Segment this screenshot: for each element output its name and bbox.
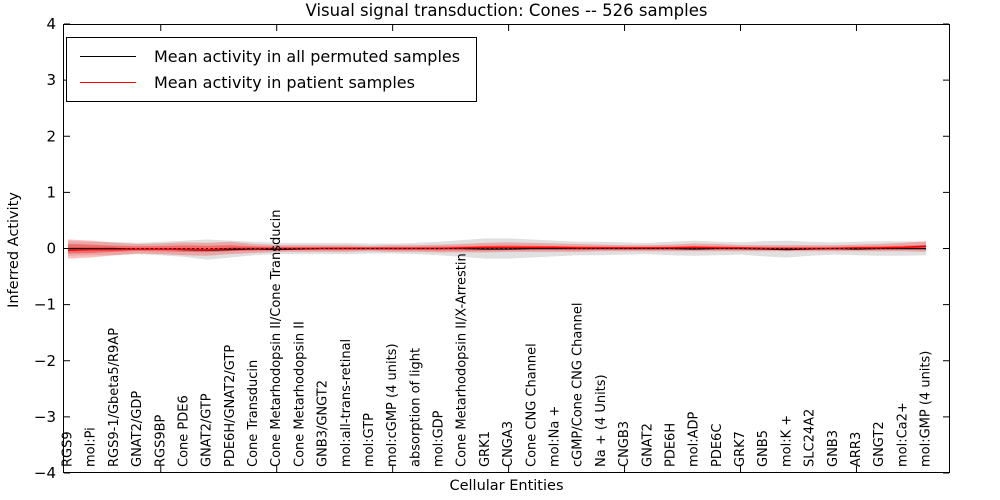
y-tick-label: 3 xyxy=(46,71,56,89)
legend-entry-label: Mean activity in all permuted samples xyxy=(154,47,461,66)
x-category-label: mol:GDP xyxy=(432,410,447,467)
x-category-label: GNB5 xyxy=(756,430,771,467)
chart-title: Visual signal transduction: Cones -- 526… xyxy=(305,1,708,20)
plot-frame xyxy=(63,24,950,473)
x-category-label: mol:Pi xyxy=(84,427,99,467)
y-tick-label: 0 xyxy=(46,240,56,258)
y-tick-label: 4 xyxy=(46,15,56,33)
x-category-label: SLC24A2 xyxy=(803,409,818,467)
x-category-label: Cone CNG Channel xyxy=(524,343,539,467)
x-category-label: PDE6H/GNAT2/GTP xyxy=(223,345,238,467)
x-category-label: GNAT2/GTP xyxy=(200,393,215,467)
x-category-label: GRK7 xyxy=(733,431,748,467)
x-category-label: absorption of light xyxy=(408,348,423,467)
permuted-line-swatch xyxy=(80,56,136,57)
x-category-label: Cone PDE6 xyxy=(176,395,191,467)
x-category-label: GRK1 xyxy=(478,431,493,467)
patient-mean-line xyxy=(67,245,927,251)
x-category-label: Cone Metarhodopsin II xyxy=(292,321,307,467)
x-category-label: RGS9BP xyxy=(153,414,168,467)
x-category-label: Na + (4 Units) xyxy=(594,374,609,467)
x-category-label: RGS9-1/Gbeta5/R9AP xyxy=(107,328,122,467)
x-category-label: cGMP/Cone CNG Channel xyxy=(571,303,586,467)
y-tick-label: −2 xyxy=(34,352,56,370)
x-category-label: Cone Transducin xyxy=(246,360,261,467)
y-tick-label: −3 xyxy=(34,408,56,426)
x-category-label: ARR3 xyxy=(849,432,864,467)
x-category-label: PDE6C xyxy=(710,424,725,467)
x-category-label: Cone Metarhodopsin II/Cone Transducin xyxy=(269,210,284,467)
y-axis-title: Inferred Activity xyxy=(6,192,22,308)
legend-entry-label: Mean activity in patient samples xyxy=(154,73,415,92)
x-category-label: Cone Metarhodopsin II/X-Arrestin xyxy=(455,253,470,467)
x-category-label: CNGA3 xyxy=(501,421,516,467)
x-category-label: mol:all-trans-retinal xyxy=(339,339,354,467)
x-category-label: mol:GMP (4 units) xyxy=(919,351,934,467)
x-category-label: mol:Ca2+ xyxy=(895,402,910,467)
legend: Mean activity in all permuted samples Me… xyxy=(66,37,478,102)
x-axis-title: Cellular Entities xyxy=(449,478,564,494)
x-category-label: RGS9 xyxy=(61,431,76,467)
x-category-label: GNAT2/GDP xyxy=(130,391,145,467)
y-tick-label: −1 xyxy=(34,296,56,314)
x-category-label: mol:cGMP (4 units) xyxy=(385,343,400,467)
x-category-label: mol:K + xyxy=(779,415,794,467)
y-tick-label: 1 xyxy=(46,183,56,201)
x-category-label: PDE6H xyxy=(663,423,678,467)
x-category-label: mol:Na + xyxy=(547,406,562,467)
y-tick-label: 2 xyxy=(46,127,56,145)
x-category-label: GNAT2 xyxy=(640,423,655,467)
x-category-label: GNB3 xyxy=(826,430,841,467)
x-category-label: GNB3/GNGT2 xyxy=(316,380,331,467)
legend-entry-patient: Mean activity in patient samples xyxy=(80,73,460,92)
x-category-label: CNGB3 xyxy=(617,421,632,467)
legend-entry-permuted: Mean activity in all permuted samples xyxy=(80,47,460,66)
x-category-label: mol:ADP xyxy=(687,411,702,467)
x-category-label: GNGT2 xyxy=(872,421,887,467)
patient-line-swatch xyxy=(80,82,136,83)
x-category-label: mol:GTP xyxy=(362,413,377,467)
y-tick-label: −4 xyxy=(34,464,56,482)
